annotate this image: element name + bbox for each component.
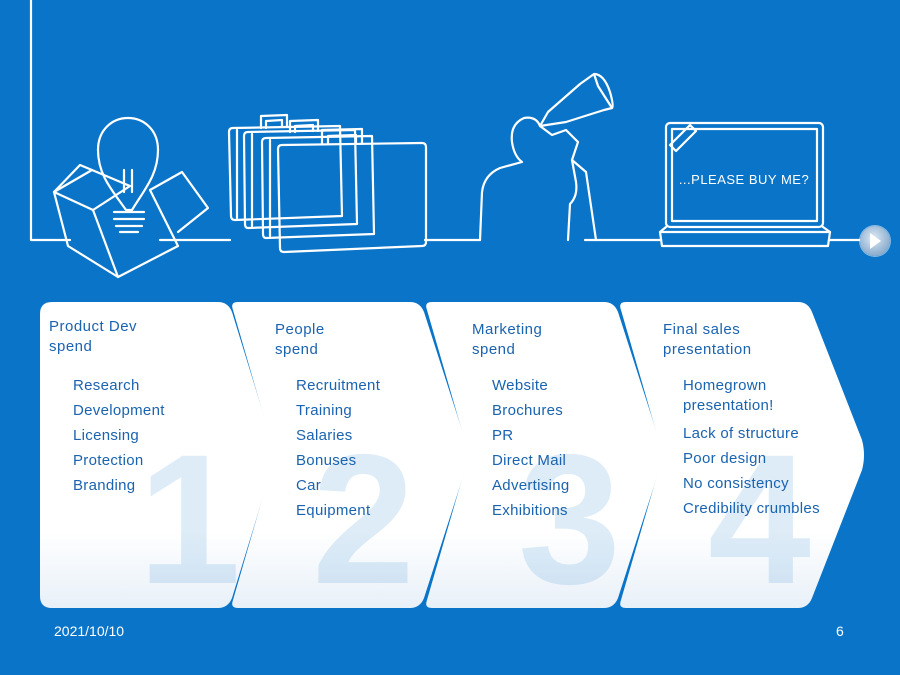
column-list-product-dev: Research Development Licensing Protectio… [73, 373, 165, 498]
megaphone-person-icon [478, 72, 614, 242]
list-item: Direct Mail [492, 452, 567, 469]
arrow-right-icon [870, 233, 881, 249]
list-item: Research [73, 377, 140, 394]
laptop-icon [658, 121, 832, 248]
list-item: Branding [73, 477, 136, 494]
list-item: PR [492, 427, 514, 444]
chevron-card-4 [620, 302, 864, 608]
list-item: No consistency [683, 475, 789, 492]
lightbulb-box-icon [52, 116, 210, 279]
list-item: Homegrown presentation! [683, 377, 774, 414]
list-item: Website [492, 377, 549, 394]
list-item: Development [73, 402, 165, 419]
list-item: Recruitment [296, 377, 381, 394]
list-item: Brochures [492, 402, 564, 419]
column-title-people: People spend [275, 321, 325, 358]
list-item: Bonuses [296, 452, 357, 469]
baseline-line [29, 0, 864, 242]
list-item: Poor design [683, 450, 767, 467]
page-number: 6 [836, 623, 844, 639]
list-item: Advertising [492, 477, 570, 494]
list-item: Car [296, 477, 322, 494]
next-slide-button[interactable] [860, 226, 890, 256]
column-list-final-sales: Homegrown presentation! Lack of structur… [683, 376, 820, 521]
list-item: Training [296, 402, 353, 419]
chevron-card-2 [232, 302, 470, 608]
column-list-marketing: Website Brochures PR Direct Mail Adverti… [492, 373, 570, 523]
chevron-card-3 [426, 302, 664, 608]
column-title-product-dev: Product Dev spend [49, 318, 138, 355]
list-item: Licensing [73, 427, 140, 444]
column-title-marketing: Marketing spend [472, 321, 543, 358]
list-item: Protection [73, 452, 144, 469]
list-item: Equipment [296, 502, 371, 519]
list-item: Salaries [296, 427, 353, 444]
column-list-people: Recruitment Training Salaries Bonuses Ca… [296, 373, 380, 523]
list-item: Lack of structure [683, 425, 799, 442]
column-title-final-sales: Final sales presentation [663, 321, 752, 358]
illustration-strip [29, 0, 864, 279]
footer-date: 2021/10/10 [54, 623, 125, 639]
list-item: Credibility crumbles [683, 500, 820, 517]
laptop-screen-text: ...PLEASE BUY ME? [678, 172, 810, 187]
list-item: Exhibitions [492, 502, 568, 519]
briefcases-icon [227, 113, 428, 254]
chevron-card-1 [40, 302, 276, 608]
